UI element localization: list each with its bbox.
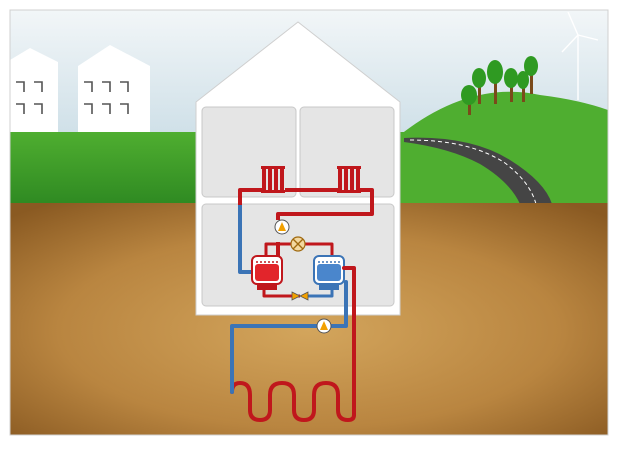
wind-turbine-icon (561, 11, 599, 100)
building-windows (16, 81, 129, 114)
house (195, 21, 401, 316)
frame (9, 9, 609, 436)
pump-icon (316, 318, 332, 334)
condenser-icon (251, 255, 283, 290)
room-basement (201, 203, 395, 307)
road-line (409, 139, 537, 205)
road (404, 137, 552, 204)
radiator-icon (261, 166, 285, 193)
tree-icons (461, 56, 538, 115)
room-top-left (201, 106, 297, 198)
heating-circuit (238, 188, 374, 274)
evaporator-icon (313, 255, 345, 290)
ground-loop (230, 266, 356, 422)
pump-icon (274, 219, 290, 235)
background-buildings (10, 45, 150, 133)
compressor-icon (290, 236, 306, 252)
expansion-valve-icon (291, 291, 309, 301)
hill (400, 91, 608, 205)
room-top-right (299, 106, 395, 198)
radiator-icon (337, 166, 361, 193)
